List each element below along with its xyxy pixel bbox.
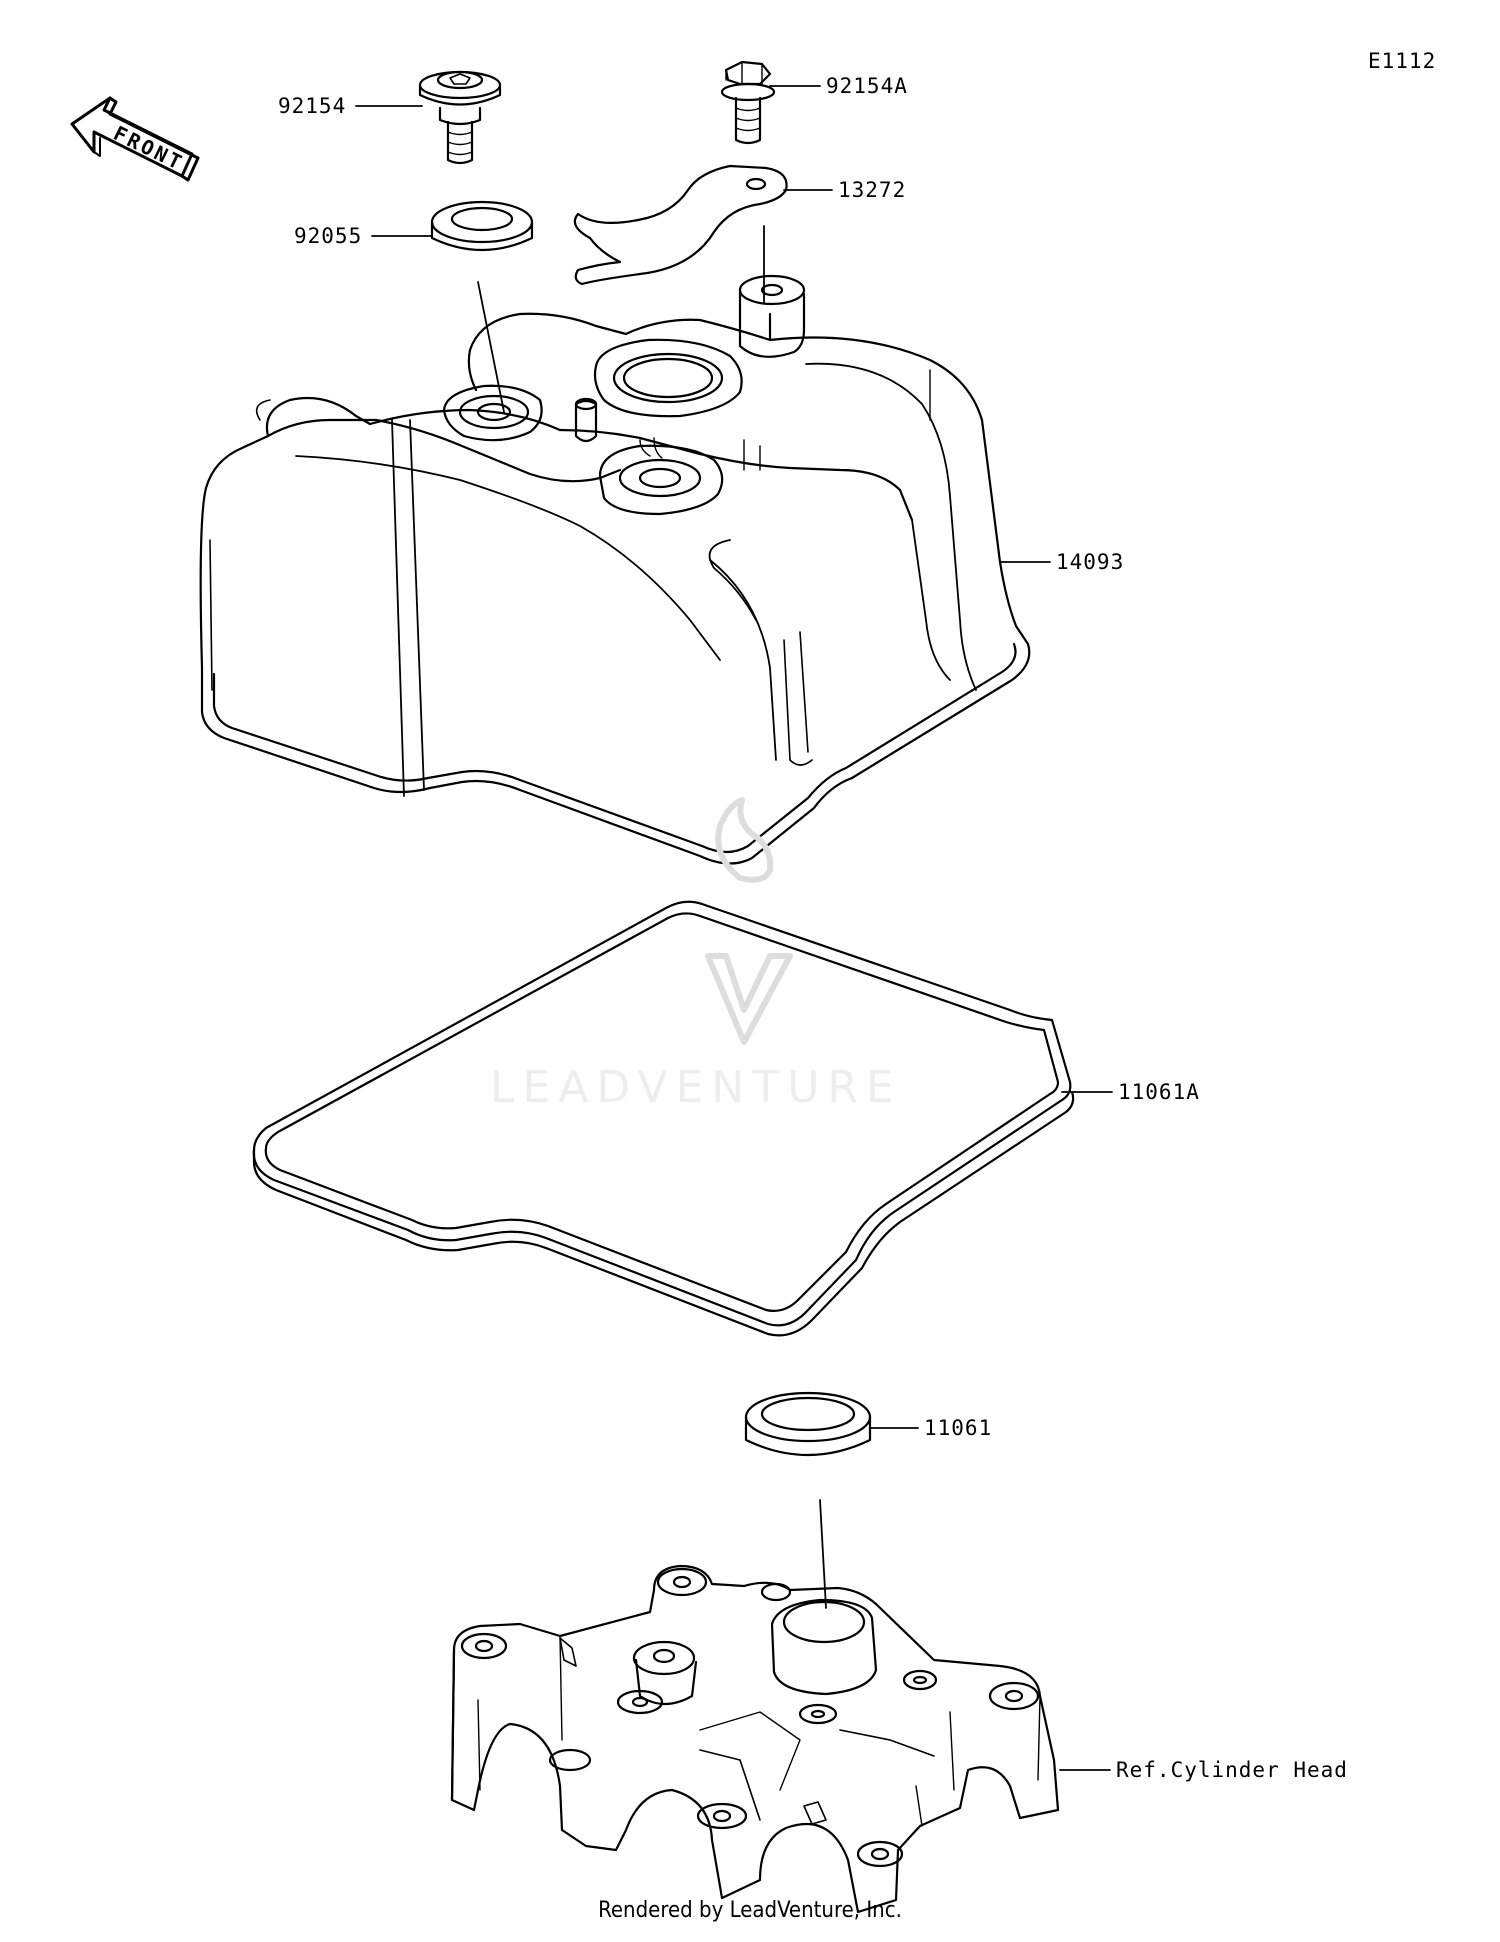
gasket-11061A [252,900,1075,1337]
callout-13272: 13272 [838,178,907,202]
seal-11061 [744,1391,872,1457]
bolt-92154A [720,60,776,145]
watermark-text: LEADVENTURE [490,1062,902,1113]
callout-92154A: 92154A [826,74,908,98]
bolt-92154 [418,70,502,165]
callout-92154: 92154 [278,94,347,118]
clamp-plate-13272 [573,164,788,286]
front-label: FRONT [110,121,188,176]
front-arrow-icon: FRONT [70,96,200,182]
callout-92055: 92055 [294,224,363,248]
diagram-id: E1112 [1368,49,1437,73]
callout-11061: 11061 [924,1416,993,1440]
watermark-logo-icon [705,797,793,1045]
callout-11061A: 11061A [1118,1080,1200,1104]
cylinder-head-cover-14093 [199,274,1031,865]
callout-14093: 14093 [1056,550,1125,574]
washer-92055 [430,200,534,252]
callout-ref-cylinder-head: Ref.Cylinder Head [1116,1758,1348,1782]
footer-credit: Rendered by LeadVenture, Inc. [598,1898,902,1923]
cylinder-head-ref [450,1564,1060,1914]
